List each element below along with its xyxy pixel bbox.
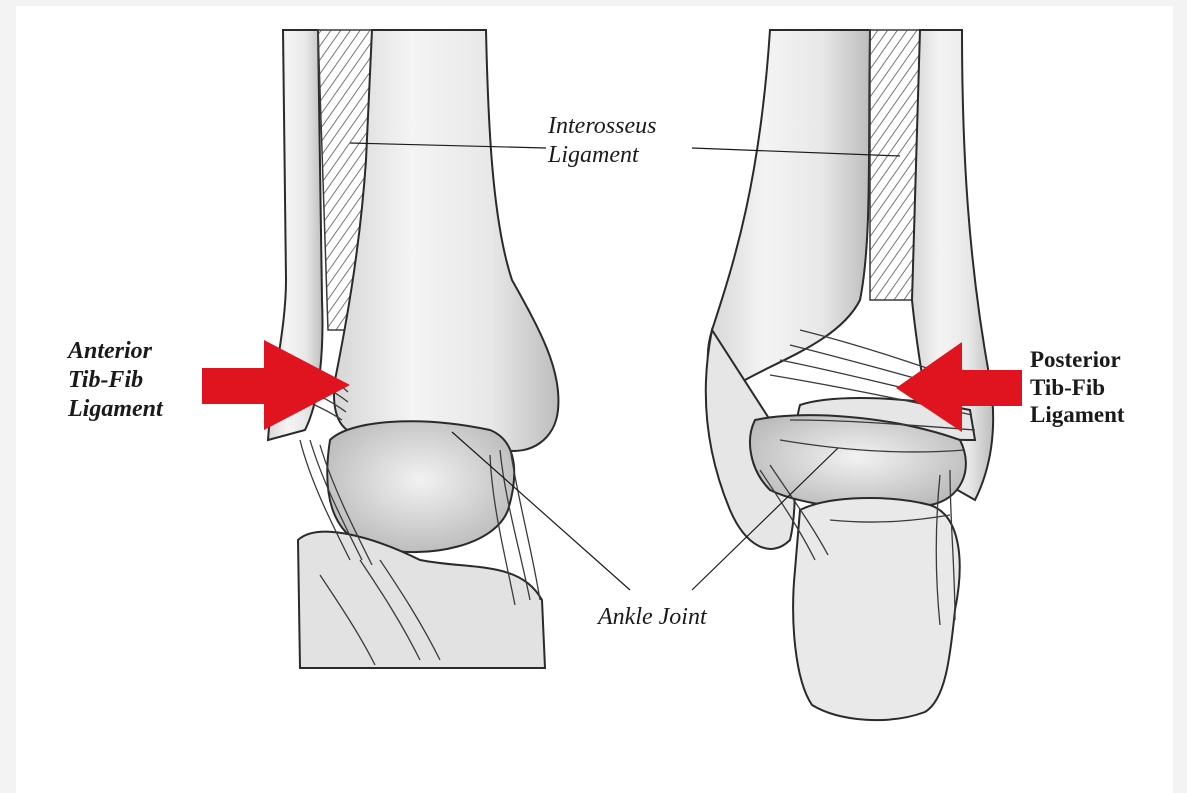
anterior-tib-fib-label: Anterior Tib-Fib Ligament xyxy=(68,337,163,423)
posterior-line3: Ligament xyxy=(1030,401,1125,429)
ankle-joint-label: Ankle Joint xyxy=(598,603,707,632)
anterior-line2: Tib-Fib xyxy=(68,366,163,395)
interosseus-line1: Interosseus xyxy=(548,112,656,141)
ankle-joint-text: Ankle Joint xyxy=(598,603,707,632)
anterior-view xyxy=(268,30,558,668)
posterior-line1: Posterior xyxy=(1030,346,1125,374)
interosseus-line2: Ligament xyxy=(548,141,656,170)
calcaneus xyxy=(793,498,960,720)
posterior-tib-fib-label: Posterior Tib-Fib Ligament xyxy=(1030,346,1125,429)
interosseus-ligament-label: Interosseus Ligament xyxy=(548,112,656,170)
anterior-line3: Ligament xyxy=(68,395,163,424)
tibia-posterior xyxy=(708,30,870,384)
anterior-arrow-icon xyxy=(202,340,350,430)
anterior-line1: Anterior xyxy=(68,337,163,366)
posterior-line2: Tib-Fib xyxy=(1030,374,1125,402)
